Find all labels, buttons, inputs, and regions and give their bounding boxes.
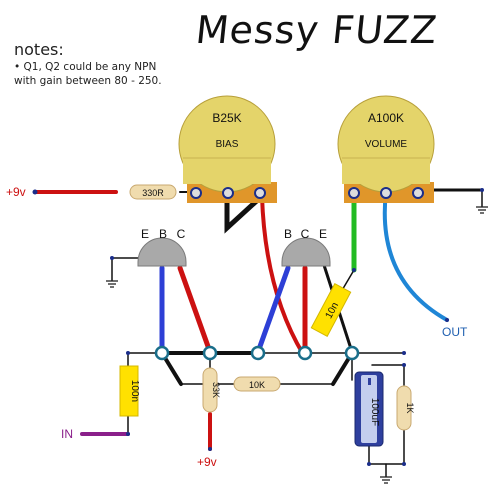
pin-label: B [159, 227, 167, 241]
pot-volume: A100K VOLUME [337, 95, 435, 203]
resistor-label: 1K [405, 402, 415, 413]
resistor-body [233, 376, 281, 392]
output-label: OUT [442, 325, 468, 339]
dot [110, 256, 114, 260]
wire-bias-to-q1c [260, 194, 305, 356]
dot [208, 447, 212, 451]
pot-lug [380, 187, 392, 199]
pot-lug [412, 187, 424, 199]
pin-label: C [301, 227, 310, 241]
pad [297, 345, 313, 361]
input-label: IN [61, 427, 73, 441]
capacitor-label: 100n [129, 380, 140, 402]
capacitor-100n: 100n [119, 365, 140, 417]
pot-lug [348, 187, 360, 199]
dot [480, 188, 484, 192]
dot [126, 351, 130, 355]
resistor-label: 330R [142, 188, 164, 198]
ground-icon [476, 206, 488, 214]
capacitor-body [119, 365, 139, 417]
dot [126, 432, 130, 436]
resistor-10k: 10K [233, 376, 281, 392]
pad [344, 345, 360, 361]
wire-out [382, 190, 449, 322]
pad [202, 345, 218, 361]
capacitor-stripe [361, 375, 377, 443]
pin-label: E [319, 227, 327, 241]
dot [32, 189, 38, 195]
ground-icon [380, 476, 392, 484]
pot-label: BIAS [216, 139, 239, 150]
power-label-bottom: +9v [197, 455, 217, 469]
wire-bias-wiper [224, 193, 265, 234]
pot-lug [190, 187, 202, 199]
resistor-label: 10K [249, 380, 265, 390]
transistor-q1: E B C [137, 227, 187, 267]
pad [250, 345, 266, 361]
resistor-330r: 330R [129, 184, 177, 200]
pot-label: VOLUME [365, 139, 408, 150]
pin-label: C [177, 227, 186, 241]
resistor-body [202, 367, 218, 413]
pot-lug [254, 187, 266, 199]
capacitor-10n: 10n [310, 283, 352, 337]
power-label-top: +9v [6, 185, 26, 199]
connection-dots [32, 188, 484, 466]
resistor-33k: 33K [202, 367, 221, 413]
pin-label: E [141, 227, 149, 241]
ground-icon [106, 280, 118, 288]
capacitor-100uf: 100uF [354, 371, 384, 447]
dot [402, 363, 406, 367]
wires [33, 188, 484, 477]
pot-lug [222, 187, 234, 199]
pads [154, 345, 360, 361]
wire-q1-c [177, 265, 213, 355]
ground-symbols [106, 206, 488, 484]
pin-label: B [284, 227, 292, 241]
transistor-body [137, 237, 187, 267]
dot [402, 462, 406, 466]
capacitor-body [310, 283, 352, 337]
resistor-label: 33K [211, 382, 221, 398]
wire-q2-b [255, 265, 291, 355]
dot [352, 268, 356, 272]
dot [402, 351, 406, 355]
pad [154, 345, 170, 361]
resistor-body [129, 184, 177, 200]
pot-value: B25K [212, 111, 241, 125]
transistor-q2: B C E [281, 227, 331, 267]
capacitor-label: 100uF [369, 398, 380, 426]
dot [367, 462, 371, 466]
resistor-body [396, 385, 412, 431]
pot-bias: B25K BIAS [178, 95, 277, 203]
notes-heading: notes: [14, 40, 64, 59]
pot-value: A100K [368, 111, 404, 125]
resistor-1k: 1K [396, 385, 415, 431]
dot [445, 318, 449, 322]
notes-body: • Q1, Q2 could be any NPN with gain betw… [14, 61, 162, 87]
transistor-body [281, 237, 331, 267]
